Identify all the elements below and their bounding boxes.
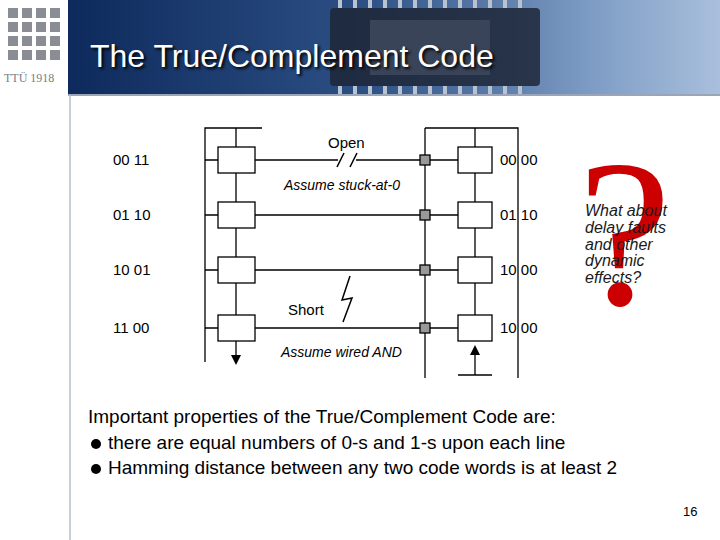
page-number: 16 <box>683 505 697 520</box>
code-word: 00 00 <box>500 151 538 168</box>
signal-wires <box>255 160 420 328</box>
short-lightning-symbol <box>342 276 352 322</box>
bullet-dot <box>91 464 101 474</box>
callout-note: What about delay faults and other dynami… <box>585 203 697 287</box>
bullet-dot <box>91 439 101 449</box>
bullet-text: Hamming distance between any two code wo… <box>108 457 617 479</box>
header-rule <box>68 94 720 96</box>
slide-title: The True/Complement Code <box>90 38 494 75</box>
code-word: 01 10 <box>500 206 538 223</box>
logo-text: TTÜ 1918 <box>4 72 54 86</box>
left-bus <box>205 128 262 362</box>
bullet-text: there are equal numbers of 0-s and 1-s u… <box>108 432 565 454</box>
university-logo <box>8 8 60 60</box>
code-word: 10 01 <box>113 261 151 278</box>
code-word: 00 11 <box>113 151 149 168</box>
open-break-symbol <box>337 153 357 167</box>
fault-label: Open <box>328 134 365 151</box>
fault-label: Short <box>288 301 324 318</box>
body-text: Important properties of the True/Complem… <box>88 406 556 428</box>
fault-note: Assume wired AND <box>281 344 402 360</box>
header-band <box>68 0 720 95</box>
side-rule <box>69 95 71 540</box>
code-word: 01 10 <box>113 206 151 223</box>
code-word: 10 00 <box>500 319 538 336</box>
fault-note: Assume stuck-at-0 <box>284 177 400 193</box>
code-word: 11 00 <box>113 319 149 336</box>
code-word: 10 00 <box>500 261 538 278</box>
